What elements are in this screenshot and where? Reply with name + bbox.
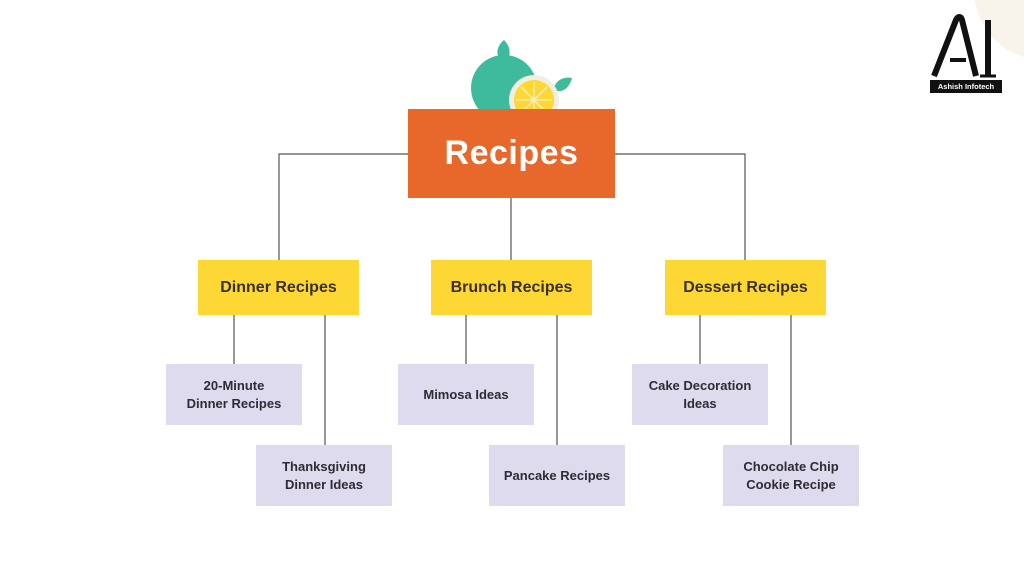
leaf-label: Cake Decoration Ideas xyxy=(648,377,752,411)
connector-root-dessert xyxy=(615,153,746,260)
category-dessert: Dessert Recipes xyxy=(665,260,826,315)
category-label: Brunch Recipes xyxy=(450,278,573,296)
leaf-cake-decoration: Cake Decoration Ideas xyxy=(632,364,768,425)
root-node: Recipes xyxy=(408,109,615,198)
category-label: Dessert Recipes xyxy=(683,278,808,296)
leaf-pancake-recipes: Pancake Recipes xyxy=(489,445,625,506)
leaf-label: 20-Minute Dinner Recipes xyxy=(186,377,282,411)
category-brunch: Brunch Recipes xyxy=(431,260,592,315)
logo-text: Ashish Infotech xyxy=(930,80,1002,93)
category-label: Dinner Recipes xyxy=(220,278,337,296)
root-label: Recipes xyxy=(444,134,579,172)
connector-root-dinner xyxy=(278,153,408,260)
leaf-mimosa-ideas: Mimosa Ideas xyxy=(398,364,534,425)
leaf-label: Thanksgiving Dinner Ideas xyxy=(282,458,366,492)
leaf-chocolate-chip-cookie: Chocolate Chip Cookie Recipe xyxy=(723,445,859,506)
leaf-20-minute-dinner: 20-Minute Dinner Recipes xyxy=(166,364,302,425)
ai-monogram-logo xyxy=(931,14,996,78)
leaf-label: Pancake Recipes xyxy=(503,467,611,483)
leaf-thanksgiving-dinner: Thanksgiving Dinner Ideas xyxy=(256,445,392,506)
leaf-label: Chocolate Chip Cookie Recipe xyxy=(743,458,839,492)
leaf-label: Mimosa Ideas xyxy=(423,386,509,402)
category-dinner: Dinner Recipes xyxy=(198,260,359,315)
